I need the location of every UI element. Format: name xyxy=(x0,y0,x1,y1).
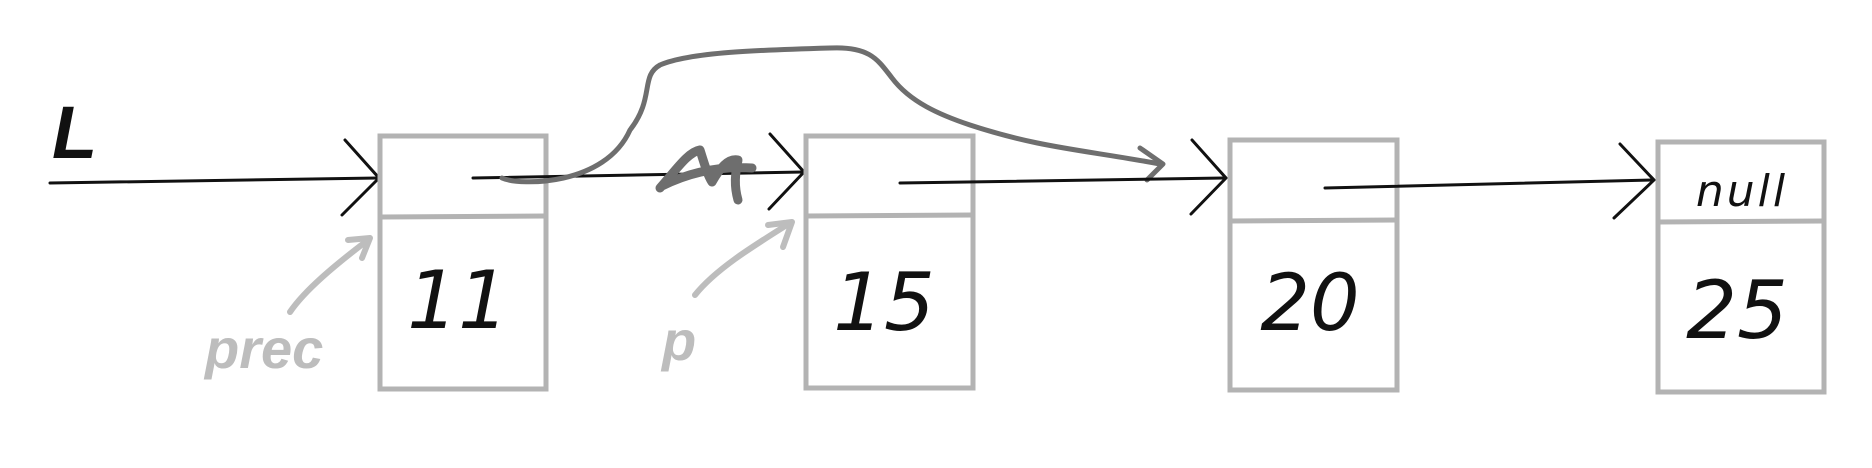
node-4-value: 25 xyxy=(1686,264,1788,357)
bypass-arrow xyxy=(499,45,1166,185)
node-4-box xyxy=(1655,139,1827,395)
link-3-4-arrow xyxy=(1323,142,1657,220)
p-label: p xyxy=(660,309,696,372)
prec-label: prec xyxy=(203,317,323,380)
node-2-value: 15 xyxy=(833,256,935,349)
node-3-box xyxy=(1227,137,1400,393)
prec-pointer-arrow xyxy=(287,235,373,315)
node-1-value: 11 xyxy=(407,254,509,347)
head-arrow xyxy=(48,138,382,217)
scribble-out-mark xyxy=(655,145,757,205)
head-label: L xyxy=(52,91,97,174)
node-3-value: 20 xyxy=(1260,259,1359,349)
node-4-next: null xyxy=(1696,166,1788,217)
node-4: null 25 xyxy=(1655,139,1827,395)
node-3: 20 xyxy=(1227,137,1400,393)
node-1: 11 xyxy=(377,133,549,392)
node-1-box xyxy=(377,133,549,392)
link-2-3-arrow xyxy=(898,138,1229,216)
node-2-box xyxy=(803,133,976,391)
p-pointer-arrow xyxy=(692,219,795,298)
node-2: 15 xyxy=(803,133,976,391)
